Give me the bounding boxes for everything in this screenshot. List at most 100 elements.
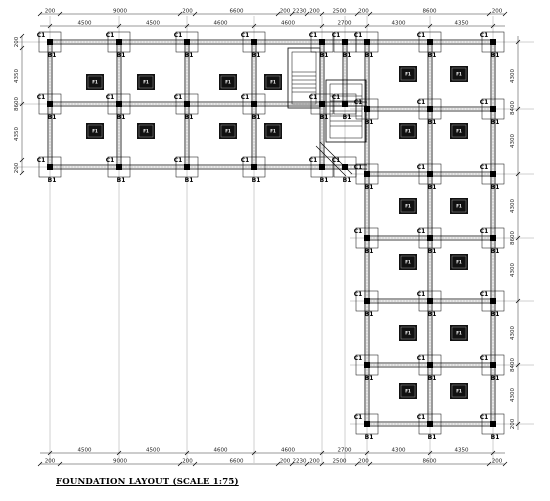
column-label: C1 bbox=[354, 414, 363, 421]
column-footing-outline bbox=[242, 156, 266, 178]
column-footing-outline bbox=[355, 413, 379, 435]
top-dim-outer-tick bbox=[57, 11, 63, 17]
column-c1 bbox=[490, 235, 496, 241]
top-dim-inner-tick bbox=[251, 23, 257, 29]
beam-label: B1 bbox=[252, 52, 261, 59]
beam-label: B1 bbox=[117, 177, 126, 184]
bottom-dim-outer-label-1: 9000 bbox=[113, 459, 127, 465]
column-label: C1 bbox=[332, 157, 341, 164]
footing-pad-label: F1 bbox=[143, 80, 149, 85]
top-dim-outer-label-4: 200 bbox=[280, 9, 291, 15]
column-label: C1 bbox=[354, 291, 363, 298]
column-footing-outline bbox=[242, 93, 266, 115]
footing-pad-border bbox=[451, 384, 467, 398]
top-dim-inner-label-6: 4350 bbox=[455, 21, 469, 27]
column-footing-outline bbox=[38, 156, 62, 178]
column-c1 bbox=[490, 171, 496, 177]
column-label: C1 bbox=[332, 94, 341, 101]
beam-label: B1 bbox=[365, 52, 374, 59]
columns: C1B1C1B1C1B1C1B1C1B1C1B1C1B1C1B1C1B1C1B1… bbox=[37, 31, 505, 441]
footing-pad-border bbox=[138, 124, 154, 138]
bottom-dim-outer-tick bbox=[289, 461, 295, 467]
column-c1 bbox=[364, 298, 370, 304]
column-c1 bbox=[116, 101, 122, 107]
column-c1 bbox=[364, 39, 370, 45]
beam-label: B1 bbox=[428, 184, 437, 191]
column-label: C1 bbox=[332, 32, 341, 39]
footing-pad-border bbox=[400, 199, 416, 213]
column-footing-outline bbox=[310, 156, 334, 178]
footing-pad-border bbox=[265, 75, 281, 89]
footing-pad bbox=[264, 123, 282, 139]
beam-label: B1 bbox=[365, 248, 374, 255]
column-label: C1 bbox=[417, 32, 426, 39]
top-dim-outer-label-7: 2500 bbox=[333, 9, 347, 15]
column-label: C1 bbox=[106, 32, 115, 39]
top-dim-outer-label-5: 2230 bbox=[293, 9, 307, 15]
top-dim-outer-tick bbox=[192, 11, 198, 17]
left-dim-tick bbox=[19, 157, 25, 163]
column-label: C1 bbox=[480, 414, 489, 421]
bottom-dim-outer-label-0: 200 bbox=[45, 459, 56, 465]
beam-label: B1 bbox=[365, 434, 374, 441]
bottom-dim-outer-label-4: 200 bbox=[280, 459, 291, 465]
column-footing-outline bbox=[418, 227, 442, 249]
bottom-dim-outer-label-7: 2500 bbox=[333, 459, 347, 465]
bottom-dim-outer-label-3: 6600 bbox=[230, 459, 244, 465]
bottom-dim-inner-label-3: 4600 bbox=[281, 448, 295, 454]
bottom-dim-inner-label-5: 4300 bbox=[392, 448, 406, 454]
right-dim-label-4: 8600 bbox=[510, 231, 516, 245]
footing-pad-label: F1 bbox=[405, 389, 411, 394]
beam-label: B1 bbox=[365, 119, 374, 126]
column-label: C1 bbox=[480, 99, 489, 106]
column-label: C1 bbox=[417, 414, 426, 421]
beam-label: B1 bbox=[365, 375, 374, 382]
top-dim-outer-label-0: 200 bbox=[45, 9, 56, 15]
column-label: C1 bbox=[480, 164, 489, 171]
stair-core bbox=[287, 47, 367, 177]
column-label: C1 bbox=[309, 157, 318, 164]
footing-pad-border bbox=[220, 75, 236, 89]
bottom-dim-outer-tick bbox=[367, 461, 373, 467]
column-footing-outline bbox=[107, 156, 131, 178]
beams bbox=[47, 39, 496, 427]
left-dim-label-0: 200 bbox=[14, 36, 20, 47]
right-dim-label-2: 4300 bbox=[510, 134, 516, 148]
bottom-dim-inner-tick bbox=[116, 450, 122, 456]
column-label: C1 bbox=[106, 94, 115, 101]
bottom-dim-outer-tick bbox=[57, 461, 63, 467]
column-footing-outline bbox=[418, 290, 442, 312]
right-dim-tick bbox=[515, 39, 521, 45]
footing-pad bbox=[399, 198, 417, 214]
beam-label: B1 bbox=[48, 177, 57, 184]
column-c1 bbox=[490, 362, 496, 368]
footing-pad-label: F1 bbox=[456, 72, 462, 77]
bottom-dim-inner-tick bbox=[364, 450, 370, 456]
beam-label: B1 bbox=[117, 52, 126, 59]
column-label: C1 bbox=[309, 32, 318, 39]
footing-pad bbox=[137, 74, 155, 90]
bottom-dim-inner-label-1: 4500 bbox=[146, 448, 160, 454]
bottom-dim-outer-label-2: 200 bbox=[182, 459, 193, 465]
column-c1 bbox=[319, 164, 325, 170]
footing-pad-border bbox=[451, 326, 467, 340]
top-dim-outer-label-10: 200 bbox=[492, 9, 503, 15]
top-dim-outer-tick bbox=[275, 11, 281, 17]
beam-label: B1 bbox=[365, 184, 374, 191]
left-dim-tick bbox=[19, 45, 25, 51]
bottom-dim-outer-label-10: 200 bbox=[492, 459, 503, 465]
column-footing-outline bbox=[333, 93, 357, 115]
bottom-dim-outer-tick bbox=[486, 461, 492, 467]
top-dim-outer-tick bbox=[367, 11, 373, 17]
left-dim-label-2: 8600 bbox=[14, 97, 20, 111]
beam-label: B1 bbox=[252, 114, 261, 121]
column-footing-outline bbox=[418, 413, 442, 435]
footing-pad-label: F1 bbox=[92, 129, 98, 134]
footing-pad-label: F1 bbox=[270, 129, 276, 134]
column-label: C1 bbox=[241, 157, 250, 164]
bottom-dim-inner-label-4: 2700 bbox=[338, 448, 352, 454]
column-footing-outline bbox=[242, 31, 266, 53]
beam-label: B1 bbox=[491, 184, 500, 191]
